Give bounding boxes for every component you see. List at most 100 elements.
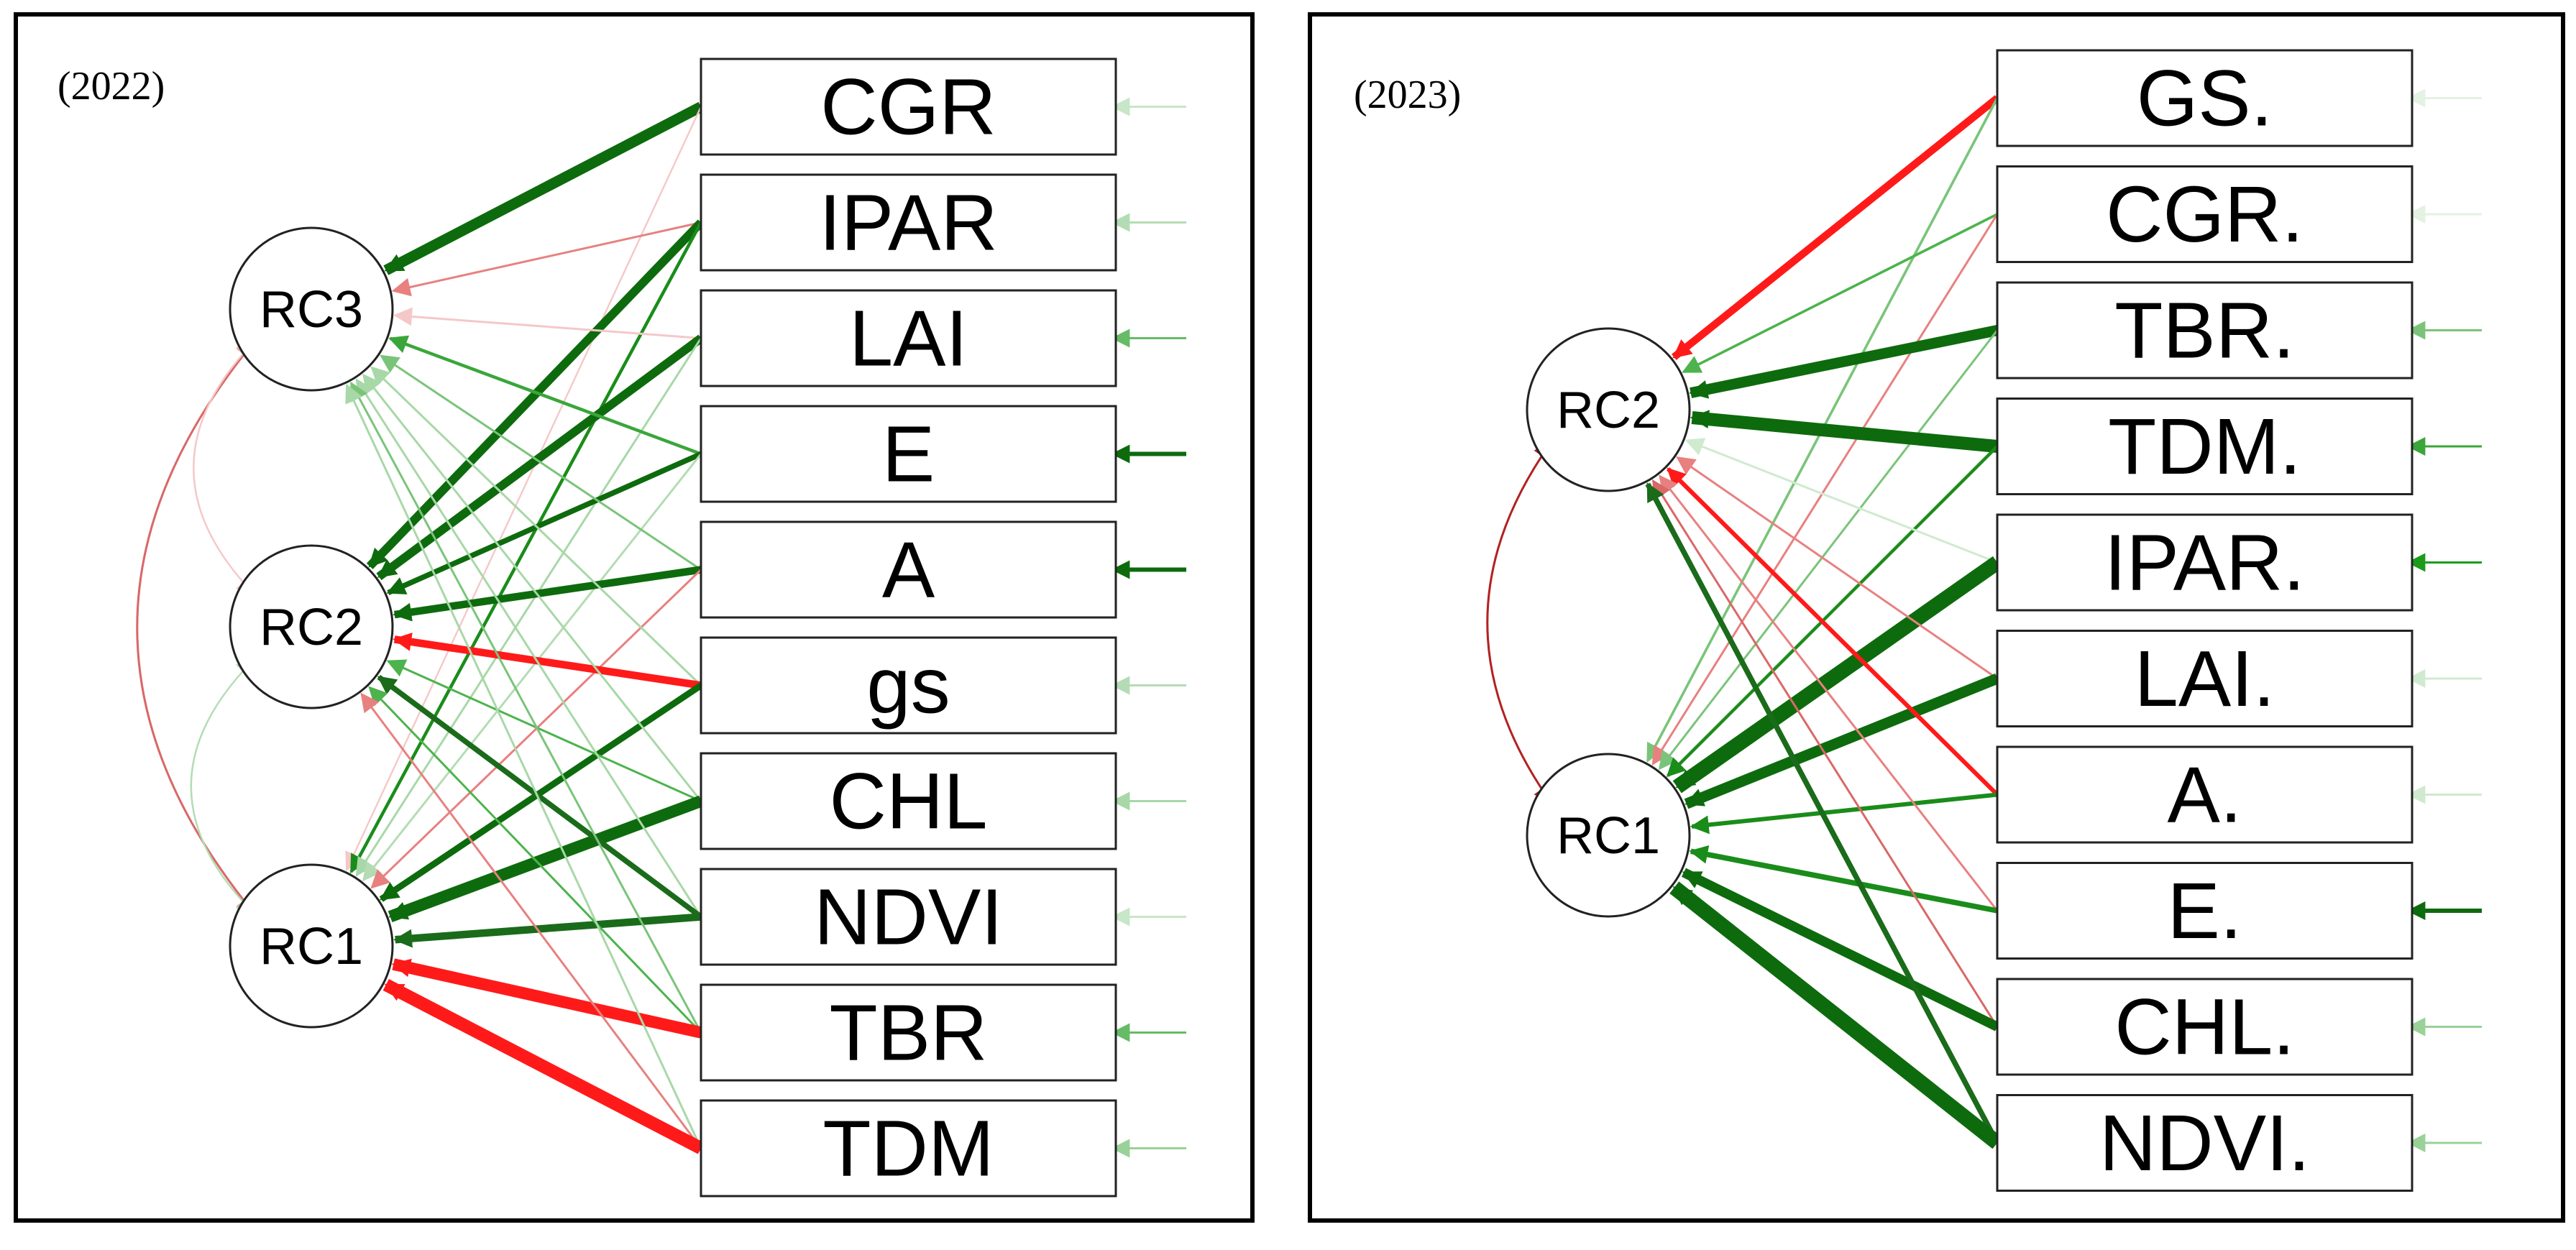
variable-label: NDVI xyxy=(814,873,1003,962)
panel-p2023: (2023)GS.CGR.TBR.TDM.IPAR.LAI.A.E.CHL.ND… xyxy=(1308,12,2565,1223)
loading-E-RC2 xyxy=(386,451,702,595)
covariance-RC2-RC1 xyxy=(190,658,256,915)
covariance-RC3-RC2 xyxy=(193,340,256,596)
variable-box xyxy=(700,173,1117,272)
loading-E-RC2 xyxy=(1659,474,1999,911)
loading-TBR-RC1 xyxy=(391,958,702,1039)
loading-CGR-RC1 xyxy=(1651,213,1999,766)
variable-box xyxy=(700,868,1117,966)
loading-CHL-RC1 xyxy=(1681,868,1999,1031)
factor-circle xyxy=(229,544,394,709)
loading-TDM-RC1 xyxy=(382,978,705,1154)
variable-label: E xyxy=(882,410,935,499)
loading-IPAR-RC2 xyxy=(366,219,705,569)
variable-node: GS. xyxy=(1996,49,2414,147)
variable-box xyxy=(1996,165,2414,263)
factor-circle xyxy=(229,226,394,392)
loading-IPAR-RC1 xyxy=(1672,556,2002,794)
loading-TDM-RC3 xyxy=(345,383,702,1149)
variable-label: gs xyxy=(866,642,950,730)
variable-label: IPAR. xyxy=(2104,519,2305,607)
loading-TBR-RC2 xyxy=(368,686,702,1034)
loading-LAI-RC3 xyxy=(393,307,702,339)
loading-A-RC1 xyxy=(1690,792,1998,835)
loading-A-RC2 xyxy=(1667,467,1999,796)
variable-box xyxy=(1996,978,2414,1076)
loading-CHL-RC1 xyxy=(388,795,703,922)
loading-TDM-RC1 xyxy=(1666,445,1999,778)
loading-CHL-RC3 xyxy=(362,373,702,802)
variable-label: GS. xyxy=(2137,55,2273,143)
loading-IPAR-RC1 xyxy=(349,221,702,874)
variable-node: NDVI. xyxy=(1996,1094,2414,1192)
variable-box xyxy=(1996,862,2414,960)
variable-label: NDVI. xyxy=(2099,1099,2310,1187)
variable-node: TDM. xyxy=(1996,397,2414,495)
variable-label: LAI xyxy=(849,295,968,383)
loading-A-RC3 xyxy=(380,354,702,571)
variable-label: LAI. xyxy=(2135,635,2275,723)
factor-node: RC1 xyxy=(229,863,394,1029)
factor-node: RC1 xyxy=(1526,753,1691,918)
loading-GS-RC2 xyxy=(1672,95,2000,360)
variable-box xyxy=(1996,745,2414,844)
panel-title: (2023) xyxy=(1354,73,1461,117)
variable-box xyxy=(700,983,1117,1082)
variable-node: CHL. xyxy=(1996,978,2414,1076)
variable-node: A. xyxy=(1996,745,2414,844)
factor-label: RC3 xyxy=(260,281,363,339)
loading-gs-RC1 xyxy=(379,682,703,902)
variable-node: TDM xyxy=(700,1099,1117,1198)
variable-box xyxy=(700,520,1117,619)
variable-box xyxy=(1996,281,2414,380)
loading-TBR-RC1 xyxy=(1658,329,1999,771)
loading-LAI-RC1 xyxy=(1684,674,1999,809)
loading-LAI-RC1 xyxy=(355,337,702,877)
covariance-edges xyxy=(136,340,256,915)
variable-label: TDM xyxy=(822,1105,994,1193)
variable-label: IPAR xyxy=(819,179,998,267)
loading-E-RC1 xyxy=(362,453,702,882)
factor-circle xyxy=(1526,327,1691,492)
loading-CHL-RC2 xyxy=(386,659,702,802)
variable-node: LAI xyxy=(700,289,1117,387)
variable-node: CGR xyxy=(700,58,1117,156)
variable-label: A xyxy=(882,526,935,615)
variable-box xyxy=(700,58,1117,156)
variable-node: IPAR xyxy=(700,173,1117,272)
loading-E-RC1 xyxy=(1689,845,1998,914)
factor-circle xyxy=(229,863,394,1029)
loading-IPAR-RC3 xyxy=(391,221,702,297)
factor-node: RC3 xyxy=(229,226,394,392)
variable-label: CGR xyxy=(820,63,996,152)
covariance-edges xyxy=(1486,441,1553,804)
variable-node: LAI. xyxy=(1996,630,2414,727)
loading-edges xyxy=(345,101,705,1154)
variable-node: IPAR. xyxy=(1996,513,2414,612)
loading-gs-RC3 xyxy=(370,366,702,686)
loading-gs-RC2 xyxy=(393,633,702,689)
factor-label: RC1 xyxy=(1557,807,1660,865)
loading-E-RC3 xyxy=(388,335,702,456)
loading-A-RC2 xyxy=(393,566,702,622)
variable-label: CHL xyxy=(829,758,987,846)
loading-CGR-RC2 xyxy=(1682,213,1998,374)
variable-node: CGR. xyxy=(1996,165,2414,263)
variable-box xyxy=(1996,630,2414,727)
variable-node: gs xyxy=(700,636,1117,735)
loading-NDVI-RC3 xyxy=(355,378,702,918)
loading-CHL-RC2 xyxy=(1651,479,1999,1028)
variable-label: CHL. xyxy=(2114,983,2295,1072)
variable-box xyxy=(1996,49,2414,147)
factor-circle xyxy=(1526,753,1691,918)
variable-node: CHL xyxy=(700,752,1117,850)
covariance-RC3-RC1 xyxy=(136,340,256,915)
variable-node: E xyxy=(700,405,1117,503)
variable-node: E. xyxy=(1996,862,2414,960)
variable-box xyxy=(1996,1094,2414,1192)
variable-node: A xyxy=(700,520,1117,619)
loading-NDVI-RC2 xyxy=(377,674,703,919)
variable-node: TBR xyxy=(700,983,1117,1082)
